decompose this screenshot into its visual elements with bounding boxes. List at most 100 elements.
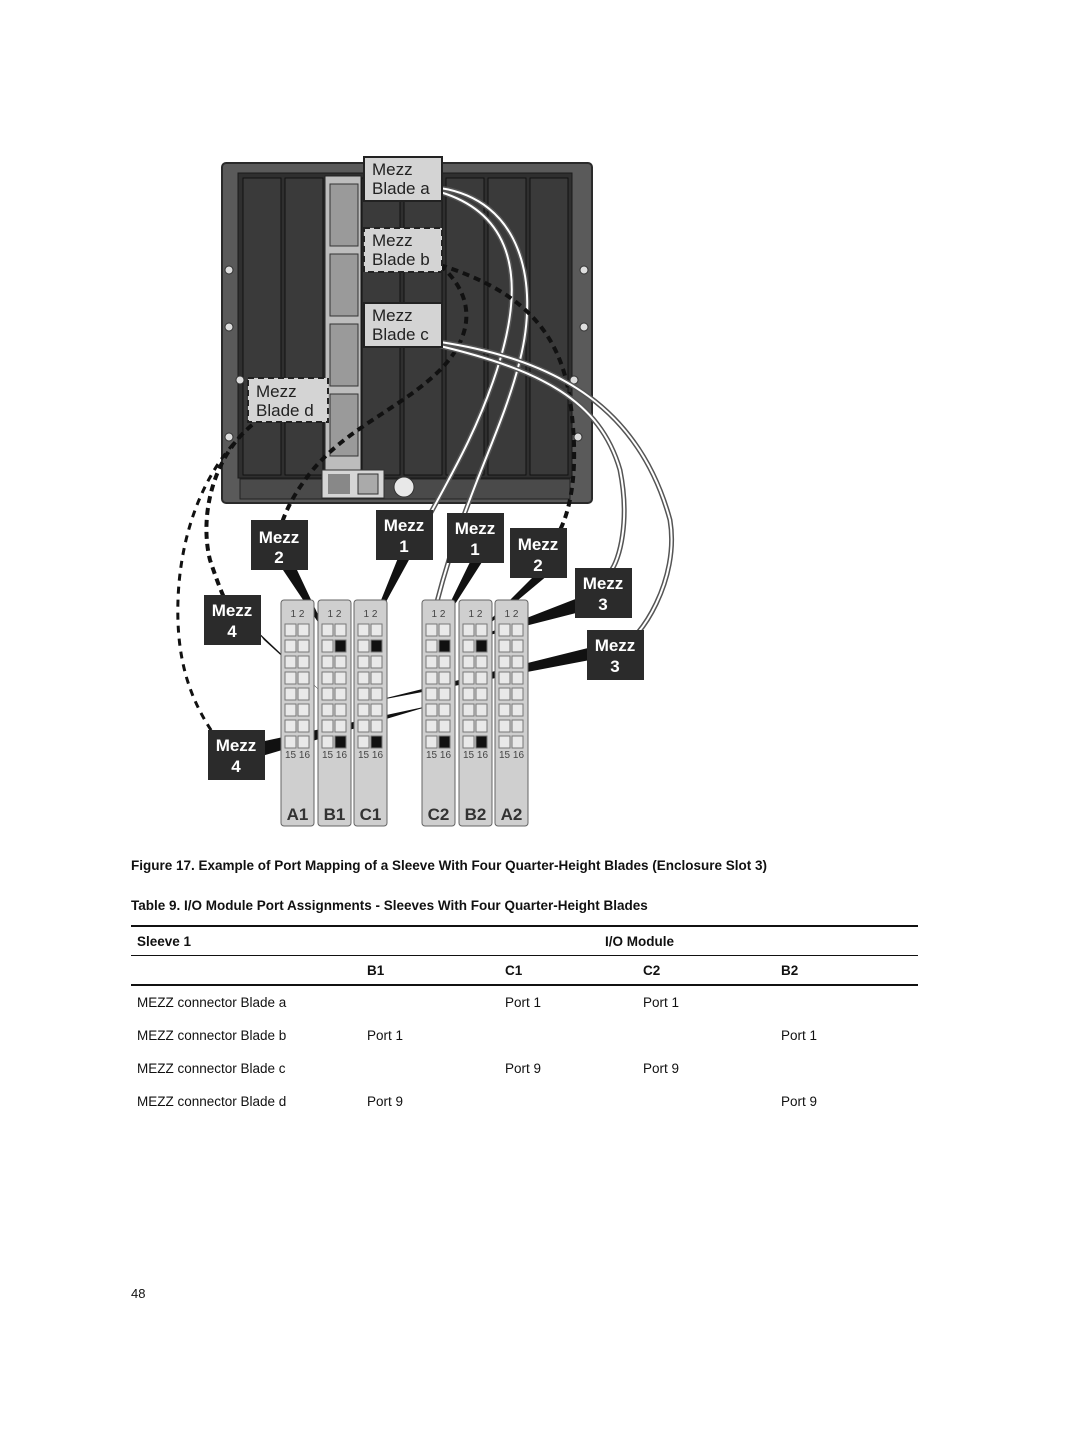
port-cell [475, 671, 488, 685]
port-cell [357, 655, 370, 669]
port-cell [357, 623, 370, 637]
port-cell [370, 735, 383, 749]
port-cell [321, 639, 334, 653]
port-cell [438, 639, 451, 653]
port-cell [475, 687, 488, 701]
port-cell [498, 719, 511, 733]
port-cell [357, 639, 370, 653]
port-cell [462, 671, 475, 685]
blade-label-d: Mezz Blade d [247, 377, 329, 423]
port-cell [297, 735, 310, 749]
port-cell [425, 671, 438, 685]
port-cell [284, 639, 297, 653]
mezz-callout-3-lower: Mezz 3 [587, 630, 644, 680]
port-cell [334, 735, 347, 749]
table-cell: Port 1 [781, 1028, 818, 1043]
port-cell [498, 639, 511, 653]
port-cell [511, 719, 524, 733]
port-bottom-label: 15 16 [426, 750, 451, 761]
port-cell [297, 655, 310, 669]
port-cell [425, 639, 438, 653]
port-cell [321, 703, 334, 717]
table-cell [637, 1019, 775, 1052]
quarter-height-sleeve [324, 175, 362, 473]
sleeve-header: Sleeve 1 [131, 925, 361, 956]
port-top-label: 1 2 [328, 609, 342, 620]
port-cell [370, 655, 383, 669]
table-cell [775, 1052, 918, 1085]
io-module-label: A2 [501, 805, 523, 824]
port-cell [284, 719, 297, 733]
port-cell [425, 719, 438, 733]
port-cell [475, 703, 488, 717]
port-cell [284, 687, 297, 701]
io-module-label: C1 [360, 805, 382, 824]
port-cell [370, 639, 383, 653]
table-row: MEZZ connector Blade c Port 9 Port 9 [131, 1052, 918, 1085]
table-cell [499, 1085, 637, 1118]
chassis-screws [224, 265, 589, 442]
table-column-row: B1 C1 C2 B2 [131, 955, 918, 986]
port-cell [297, 687, 310, 701]
io-module-label: B1 [324, 805, 346, 824]
svg-text:Mezz: Mezz [372, 306, 413, 325]
table-cell [499, 1019, 637, 1052]
port-cell [284, 623, 297, 637]
port-cell [511, 655, 524, 669]
mezz-callout-4-upper: Mezz 4 [204, 595, 261, 645]
row-label: MEZZ connector Blade b [137, 1028, 287, 1043]
table-cell: Port 1 [505, 995, 542, 1010]
svg-text:Mezz: Mezz [595, 636, 636, 655]
empty-header-cell [131, 955, 361, 986]
column-header: B2 [775, 955, 918, 986]
port-cell [284, 671, 297, 685]
port-cell [284, 735, 297, 749]
port-cell [425, 703, 438, 717]
port-cell [321, 623, 334, 637]
port-cell [334, 655, 347, 669]
svg-text:Mezz: Mezz [259, 528, 300, 547]
blade-label-a: Mezz Blade a [363, 156, 443, 202]
port-cell [284, 655, 297, 669]
table-cell [361, 1052, 499, 1085]
table-row: MEZZ connector Blade b Port 1 Port 1 [131, 1019, 918, 1052]
port-cell [357, 703, 370, 717]
io-module-label: B2 [465, 805, 487, 824]
port-cell [438, 687, 451, 701]
mezz-callout-2-right: Mezz 2 [510, 528, 567, 578]
port-cell [297, 623, 310, 637]
svg-text:Mezz: Mezz [212, 601, 253, 620]
svg-text:2: 2 [274, 548, 283, 567]
svg-text:2: 2 [533, 556, 542, 575]
port-cell [357, 735, 370, 749]
svg-text:4: 4 [231, 757, 241, 776]
port-cell [475, 655, 488, 669]
row-label: MEZZ connector Blade a [137, 995, 287, 1010]
port-cell [321, 735, 334, 749]
table-cell [361, 985, 499, 1019]
port-cell [334, 639, 347, 653]
port-cell [357, 719, 370, 733]
table-cell [637, 1085, 775, 1118]
svg-text:3: 3 [598, 595, 607, 614]
port-cell [498, 703, 511, 717]
port-cell [438, 703, 451, 717]
port-cell [334, 703, 347, 717]
svg-text:Blade c: Blade c [372, 325, 429, 344]
table-row: MEZZ connector Blade a Port 1 Port 1 [131, 985, 918, 1019]
row-label: MEZZ connector Blade d [137, 1094, 287, 1109]
port-cell [498, 623, 511, 637]
port-cell [334, 687, 347, 701]
port-cell [425, 623, 438, 637]
port-cell [475, 623, 488, 637]
port-cell [321, 719, 334, 733]
svg-text:Mezz: Mezz [372, 231, 413, 250]
table-cell: Port 1 [643, 995, 680, 1010]
svg-text:Blade a: Blade a [372, 179, 430, 198]
port-cell [498, 655, 511, 669]
port-cell [321, 671, 334, 685]
port-top-label: 1 2 [364, 609, 378, 620]
